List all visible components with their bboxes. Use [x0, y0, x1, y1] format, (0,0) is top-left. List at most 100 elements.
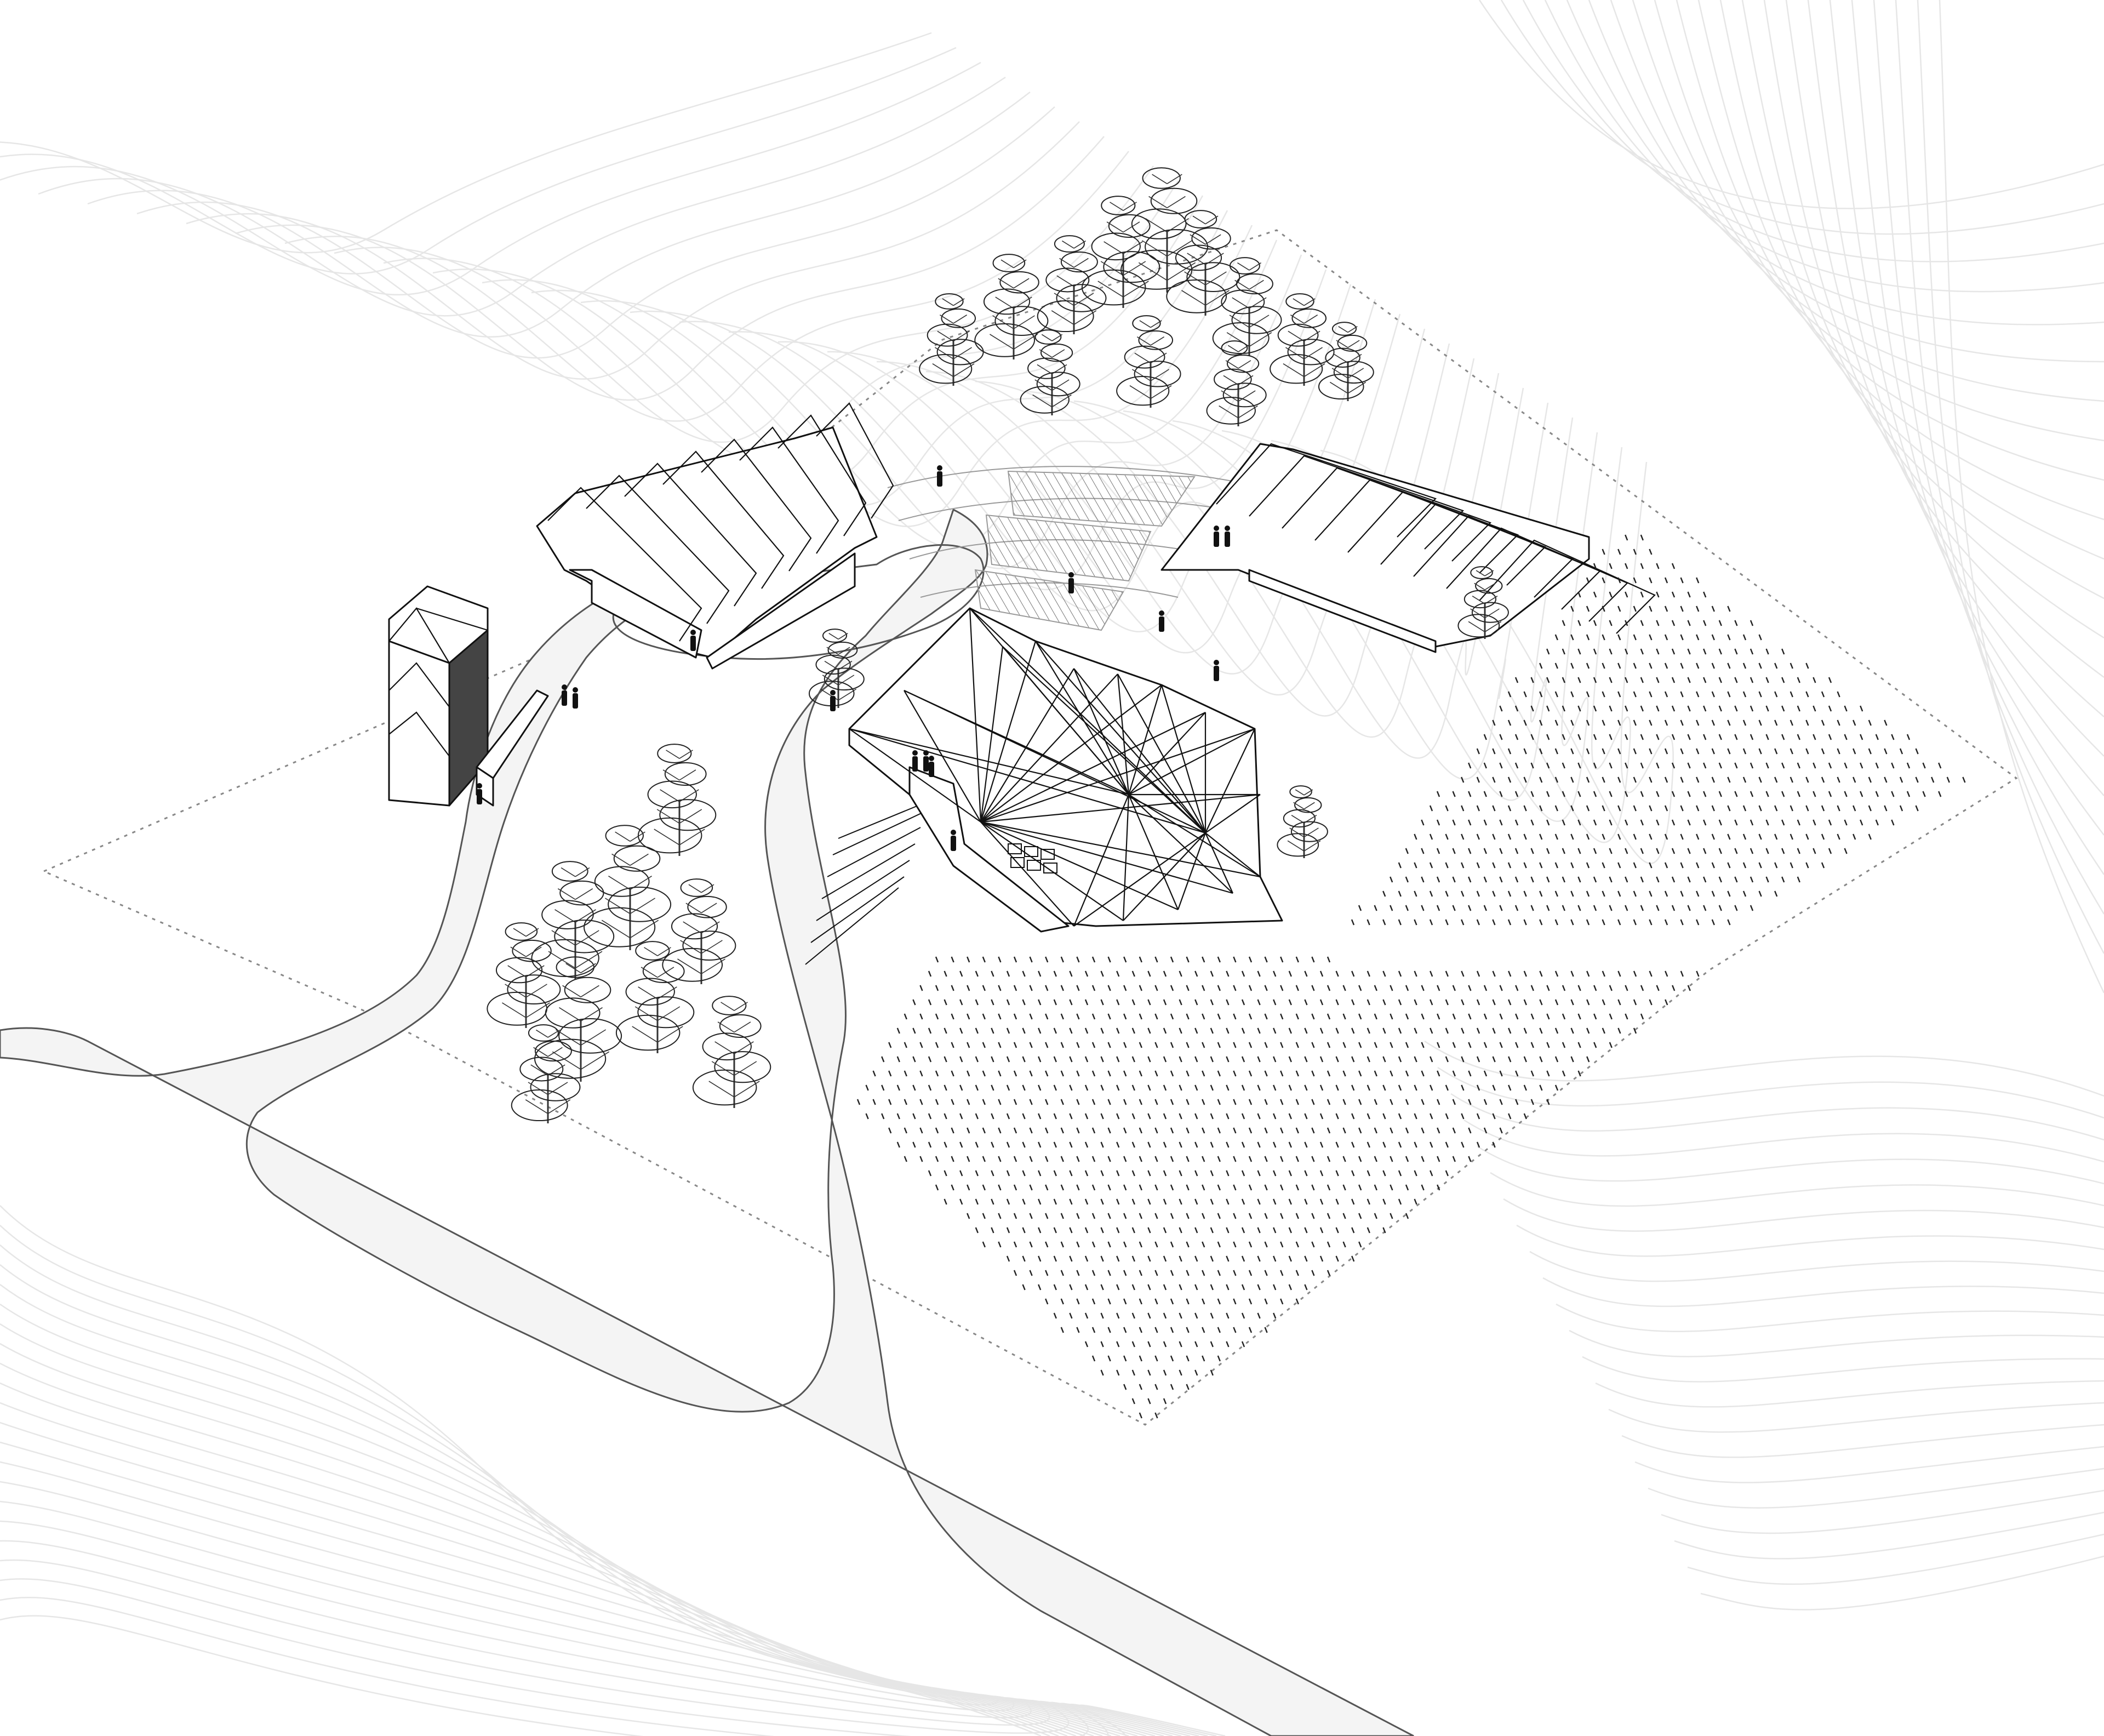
vine	[1280, 1156, 1284, 1162]
tree	[1457, 566, 1509, 639]
vine	[1351, 999, 1355, 1006]
vine	[1461, 919, 1465, 926]
vine	[1280, 1070, 1284, 1077]
vine	[1602, 719, 1605, 726]
vine	[865, 1113, 869, 1120]
vine	[1507, 719, 1512, 726]
vine	[1656, 648, 1660, 655]
vine	[1421, 1156, 1425, 1162]
vine	[1186, 1099, 1190, 1105]
vine	[1671, 762, 1676, 769]
vine	[1179, 1084, 1182, 1091]
vine	[1523, 748, 1527, 755]
vine	[1241, 1198, 1245, 1205]
vine	[1429, 890, 1433, 897]
tree	[662, 878, 736, 984]
vine	[1217, 1355, 1221, 1362]
vine	[1853, 805, 1856, 812]
contour-line	[0, 47, 957, 275]
vine	[1194, 1369, 1198, 1376]
contour-line	[284, 151, 1129, 422]
pavilion-fold	[1073, 668, 1206, 833]
vine	[1734, 734, 1738, 740]
vine	[1758, 776, 1762, 783]
vine	[1170, 1156, 1174, 1162]
vine	[1680, 606, 1684, 612]
vine	[1358, 905, 1362, 911]
vine	[1076, 1213, 1080, 1219]
vine	[1351, 1141, 1355, 1148]
vine	[1483, 876, 1487, 883]
vine	[1131, 1027, 1135, 1034]
vine	[1358, 1070, 1362, 1077]
contour-line	[0, 1500, 1173, 1736]
vine	[1609, 563, 1613, 569]
vine	[1257, 1227, 1261, 1234]
vine	[1492, 919, 1496, 926]
vine	[1554, 919, 1558, 926]
vine	[1335, 1141, 1339, 1148]
vine	[1405, 1013, 1409, 1020]
vine	[1398, 970, 1402, 977]
vine	[1414, 1198, 1417, 1205]
vine	[1633, 1027, 1637, 1034]
vine	[1437, 1156, 1440, 1162]
vine	[1100, 1170, 1104, 1177]
vine	[967, 1184, 970, 1191]
vine	[1640, 677, 1644, 683]
vine	[1523, 833, 1527, 840]
contour-line	[1621, 1424, 2104, 1458]
vine	[967, 1213, 970, 1219]
vine	[1514, 819, 1519, 826]
vine	[1358, 1213, 1362, 1219]
vine	[1405, 1099, 1409, 1105]
vine	[1233, 1156, 1237, 1162]
vine	[959, 1170, 963, 1177]
vine	[1703, 591, 1707, 598]
vine	[1405, 1042, 1409, 1048]
vine	[1445, 862, 1449, 869]
vine	[1210, 1255, 1214, 1262]
vine	[1170, 1213, 1174, 1219]
vine	[1139, 1298, 1142, 1305]
vine	[1899, 805, 1903, 812]
vine	[1163, 1312, 1167, 1319]
vine	[1570, 833, 1574, 840]
vine	[1131, 1170, 1135, 1177]
vine	[1069, 970, 1073, 977]
vine	[1562, 705, 1565, 712]
vine	[1013, 1013, 1017, 1020]
contour-line	[1785, 0, 2104, 717]
vine	[1131, 1056, 1135, 1063]
vine	[1194, 1084, 1198, 1091]
vine	[967, 1156, 970, 1162]
vine	[935, 956, 939, 963]
vine	[1649, 748, 1653, 755]
vine	[1154, 1127, 1158, 1134]
vine	[1226, 1312, 1230, 1319]
contour-line	[1542, 1277, 2104, 1307]
vine	[1515, 1070, 1519, 1077]
vine	[1311, 1042, 1315, 1048]
vine	[1727, 919, 1731, 926]
vine	[975, 970, 979, 977]
vine	[1226, 970, 1230, 977]
vine	[1749, 620, 1754, 626]
vine	[959, 970, 963, 977]
vine	[1022, 1084, 1026, 1091]
vine	[1045, 1070, 1049, 1077]
vine	[1147, 970, 1151, 977]
vine	[1562, 791, 1565, 797]
vine	[1445, 1084, 1449, 1091]
vine	[919, 1127, 923, 1134]
vine	[1828, 848, 1832, 854]
vine	[1179, 1113, 1182, 1120]
vine	[1382, 1227, 1386, 1234]
vine	[912, 1027, 916, 1034]
vine	[1445, 890, 1449, 897]
vine	[935, 1127, 939, 1134]
vine	[1374, 1127, 1377, 1134]
tree	[1020, 329, 1080, 415]
vine	[1202, 956, 1205, 963]
vine	[1060, 1042, 1064, 1048]
